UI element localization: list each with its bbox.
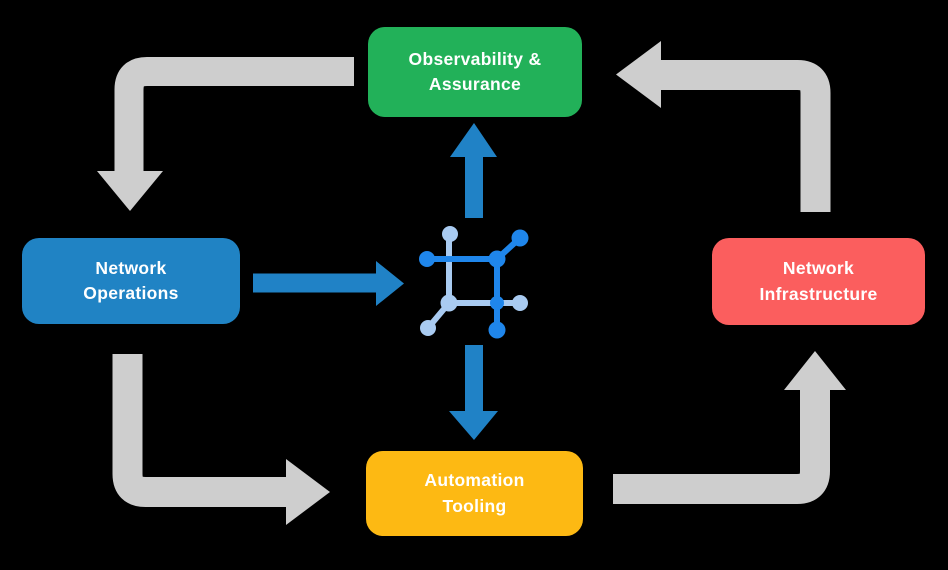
node-infrastructure-label-line1: Network xyxy=(782,258,855,279)
arrow-center-to-automation xyxy=(449,345,498,440)
arrow-head-left xyxy=(616,41,661,108)
node-automation-label-line2: Tooling xyxy=(442,495,507,516)
node-operations: Network Operations xyxy=(22,238,240,324)
arrow-automation-to-infrastructure xyxy=(613,351,846,504)
network-mesh-icon xyxy=(419,226,529,339)
arrow-shaft xyxy=(613,389,830,504)
arrow-head-up xyxy=(784,351,846,390)
arrow-operations-to-automation xyxy=(112,354,330,525)
node-infrastructure: Network Infrastructure xyxy=(712,238,925,325)
arrow-operations-to-center xyxy=(253,261,404,306)
node-observability: Observability & Assurance xyxy=(368,27,582,117)
arrow-observability-to-operations xyxy=(97,57,354,211)
node-automation-label-line1: Automation xyxy=(424,470,525,491)
node-observability-label-line2: Assurance xyxy=(428,74,522,94)
arrow-head-right xyxy=(376,261,404,306)
arrow-center-to-observability xyxy=(450,123,497,218)
arrow-head-up xyxy=(450,123,497,157)
arrow-infrastructure-to-observability xyxy=(616,41,831,212)
node-operations-label-line1: Network xyxy=(95,257,167,278)
arrow-shaft xyxy=(114,57,354,173)
node-infrastructure-label-line2: Infrastructure xyxy=(759,283,878,304)
node-automation: Automation Tooling xyxy=(366,451,583,536)
node-operations-label-line2: Operations xyxy=(83,283,179,303)
network-icon-nodes xyxy=(419,226,529,339)
arrow-head-down xyxy=(97,171,163,211)
arrow-shaft xyxy=(660,60,831,212)
node-observability-label-line1: Observability & xyxy=(408,48,542,69)
arrow-shaft xyxy=(112,354,288,507)
arrow-head-right xyxy=(286,459,330,525)
arrow-head-down xyxy=(449,411,498,440)
